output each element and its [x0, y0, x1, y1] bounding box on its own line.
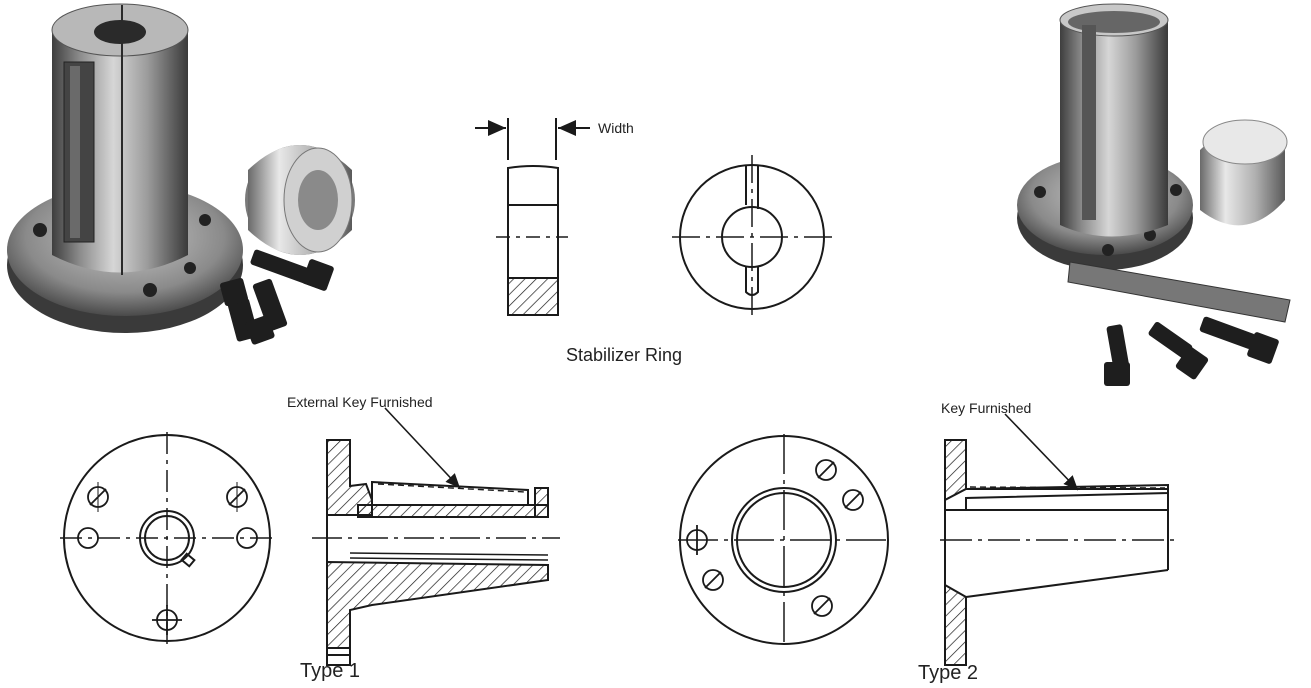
stabilizer-ring-side-view — [475, 118, 590, 316]
type2-key-leader — [1004, 413, 1079, 491]
type2-caption: Type 2 — [918, 662, 979, 684]
type2-side-section — [940, 439, 1175, 666]
external-key-furnished-label: External Key Furnished — [287, 394, 433, 410]
photo-type1-bushing — [7, 3, 355, 345]
key-furnished-label: Key Furnished — [941, 400, 1032, 416]
type2-front-view — [678, 434, 890, 646]
stabilizer-ring-caption: Stabilizer Ring — [566, 345, 683, 365]
type1-front-view — [60, 432, 278, 648]
type1-side-section — [312, 439, 560, 666]
photo-type2-bushing — [1017, 3, 1291, 386]
type1-key-leader — [384, 407, 461, 489]
type1-caption: Type 1 — [300, 660, 361, 682]
width-label: Width — [598, 120, 634, 136]
stabilizer-ring-front-view — [672, 155, 832, 320]
